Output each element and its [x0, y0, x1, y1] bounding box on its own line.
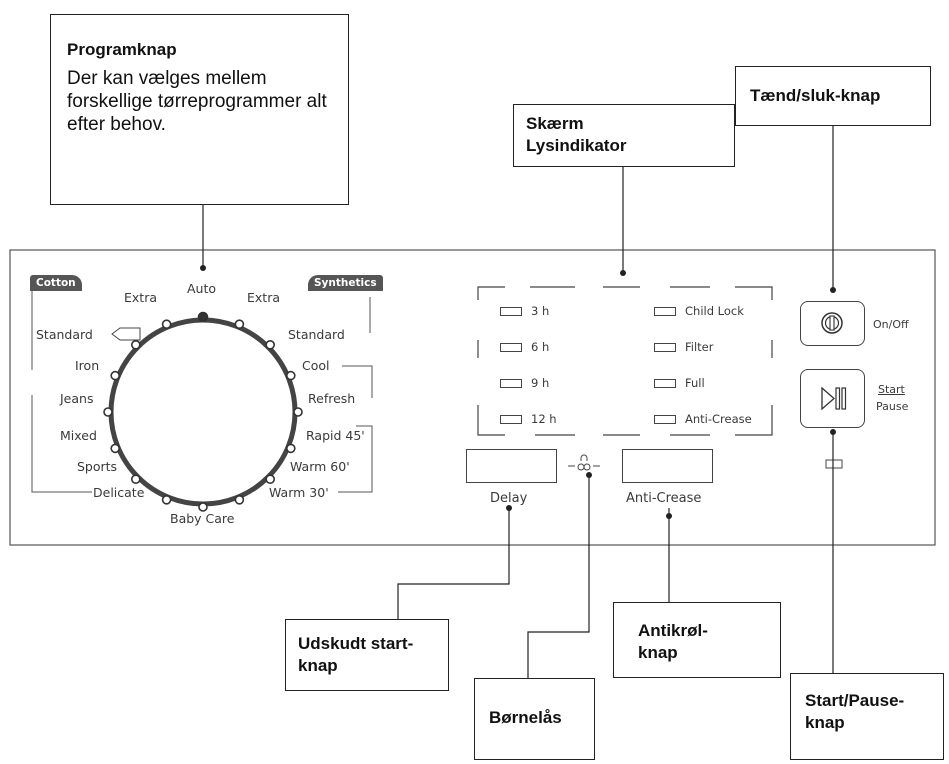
- program-sports[interactable]: Sports: [77, 459, 118, 474]
- indicator-6h: 6 h: [531, 340, 550, 354]
- childlock-callout-title: Børnelås: [489, 708, 562, 727]
- dial-position-dot: [234, 494, 245, 505]
- display-callout: Skærm Lysindikator: [513, 104, 735, 167]
- led-3h: [500, 307, 522, 316]
- onoff-label: On/Off: [873, 318, 909, 331]
- dial-position-dot: [197, 311, 209, 323]
- delay-button[interactable]: [466, 449, 557, 483]
- start-label: Start: [878, 383, 905, 396]
- dial-position-dot: [161, 319, 172, 330]
- dial-position-dot: [285, 443, 296, 454]
- startpause-callout-line2: knap: [805, 713, 845, 732]
- program-delicate[interactable]: Delicate: [93, 485, 145, 500]
- led-anti-crease: [654, 415, 676, 424]
- control-panel-outline: [9, 249, 936, 546]
- led-child-lock: [654, 307, 676, 316]
- program-cotton-standard[interactable]: Standard: [36, 327, 93, 342]
- program-dial: [103, 311, 303, 512]
- program-rapid-45[interactable]: Rapid 45': [306, 428, 365, 443]
- program-knob-title: Programknap: [67, 40, 177, 59]
- delay-button-label: Delay: [490, 491, 528, 506]
- delay-callout-line2: knap: [298, 656, 338, 675]
- indicator-12h: 12 h: [531, 412, 557, 426]
- program-synthetics-standard[interactable]: Standard: [288, 327, 345, 342]
- program-warm-30[interactable]: Warm 30': [269, 485, 329, 500]
- dial-position-dot: [198, 502, 208, 512]
- program-brackets: [31, 290, 373, 493]
- startpause-callout-line1: Start/Pause-: [805, 691, 905, 710]
- indicator-filter: Filter: [685, 340, 714, 354]
- cotton-tag: Cotton: [30, 275, 82, 291]
- led-full: [654, 379, 676, 388]
- display-frame: [477, 286, 773, 436]
- anticrease-callout-line2: knap: [638, 643, 678, 662]
- callout-dots: [200, 265, 836, 519]
- childlock-callout: Børnelås: [474, 678, 595, 760]
- anticrease-button[interactable]: [622, 449, 713, 483]
- power-callout: Tænd/sluk-knap: [735, 66, 931, 126]
- start-led: [825, 459, 843, 469]
- program-knob-callout: Programknap Der kan vælges mellem forske…: [50, 14, 349, 205]
- dial-position-dot: [110, 443, 120, 454]
- indicator-anti-crease: Anti-Crease: [685, 412, 752, 426]
- indicator-9h: 9 h: [531, 376, 550, 390]
- program-warm-60[interactable]: Warm 60': [290, 459, 350, 474]
- program-auto[interactable]: Auto: [187, 281, 217, 296]
- delay-callout: Udskudt start- knap: [285, 619, 449, 691]
- dial-position-dot: [265, 339, 276, 350]
- anticrease-callout: Antikrøl- knap: [613, 602, 781, 678]
- dial-position-dot: [265, 474, 276, 485]
- program-jeans[interactable]: Jeans: [60, 391, 94, 406]
- standard-arrow-icon: [111, 327, 141, 341]
- anticrease-button-label: Anti-Crease: [626, 491, 702, 506]
- onoff-button[interactable]: [800, 301, 865, 346]
- program-synthetics-extra[interactable]: Extra: [247, 290, 280, 305]
- led-9h: [500, 379, 522, 388]
- led-12h: [500, 415, 522, 424]
- dial-position-dot: [234, 319, 245, 330]
- play-pause-icon: [821, 386, 847, 411]
- program-refresh[interactable]: Refresh: [308, 391, 356, 406]
- power-icon: [821, 312, 843, 334]
- program-iron[interactable]: Iron: [75, 358, 100, 373]
- startpause-callout: Start/Pause- knap: [790, 673, 944, 760]
- dial-position-dot: [110, 370, 120, 381]
- program-cotton-extra[interactable]: Extra: [124, 290, 157, 305]
- display-callout-line1: Skærm: [526, 114, 584, 133]
- power-callout-title: Tænd/sluk-knap: [750, 86, 881, 105]
- led-filter: [654, 343, 676, 352]
- display-callout-line2: Lysindikator: [526, 136, 627, 155]
- indicator-child-lock: Child Lock: [685, 304, 744, 318]
- indicator-full: Full: [685, 376, 705, 390]
- program-cool[interactable]: Cool: [302, 358, 330, 373]
- callout-connectors: [202, 125, 834, 678]
- dial-position-dot: [131, 474, 141, 485]
- anticrease-callout-line1: Antikrøl-: [638, 621, 708, 640]
- child-lock-symbol-icon: [568, 454, 600, 471]
- pause-label: Pause: [876, 400, 909, 413]
- program-knob-description: Der kan vælges mellem forskellige tørrep…: [67, 68, 327, 135]
- indicator-3h: 3 h: [531, 304, 550, 318]
- dial-position-dot: [293, 407, 303, 417]
- delay-callout-line1: Udskudt start-: [298, 634, 414, 653]
- synthetics-tag: Synthetics: [308, 275, 383, 291]
- program-mixed[interactable]: Mixed: [60, 428, 97, 443]
- led-6h: [500, 343, 522, 352]
- dial-position-dot: [103, 407, 113, 417]
- dial-position-dot: [285, 370, 296, 381]
- program-baby-care[interactable]: Baby Care: [170, 511, 235, 526]
- dial-position-dot: [131, 339, 141, 350]
- dial-position-dot: [161, 494, 172, 505]
- start-pause-button[interactable]: [800, 369, 865, 428]
